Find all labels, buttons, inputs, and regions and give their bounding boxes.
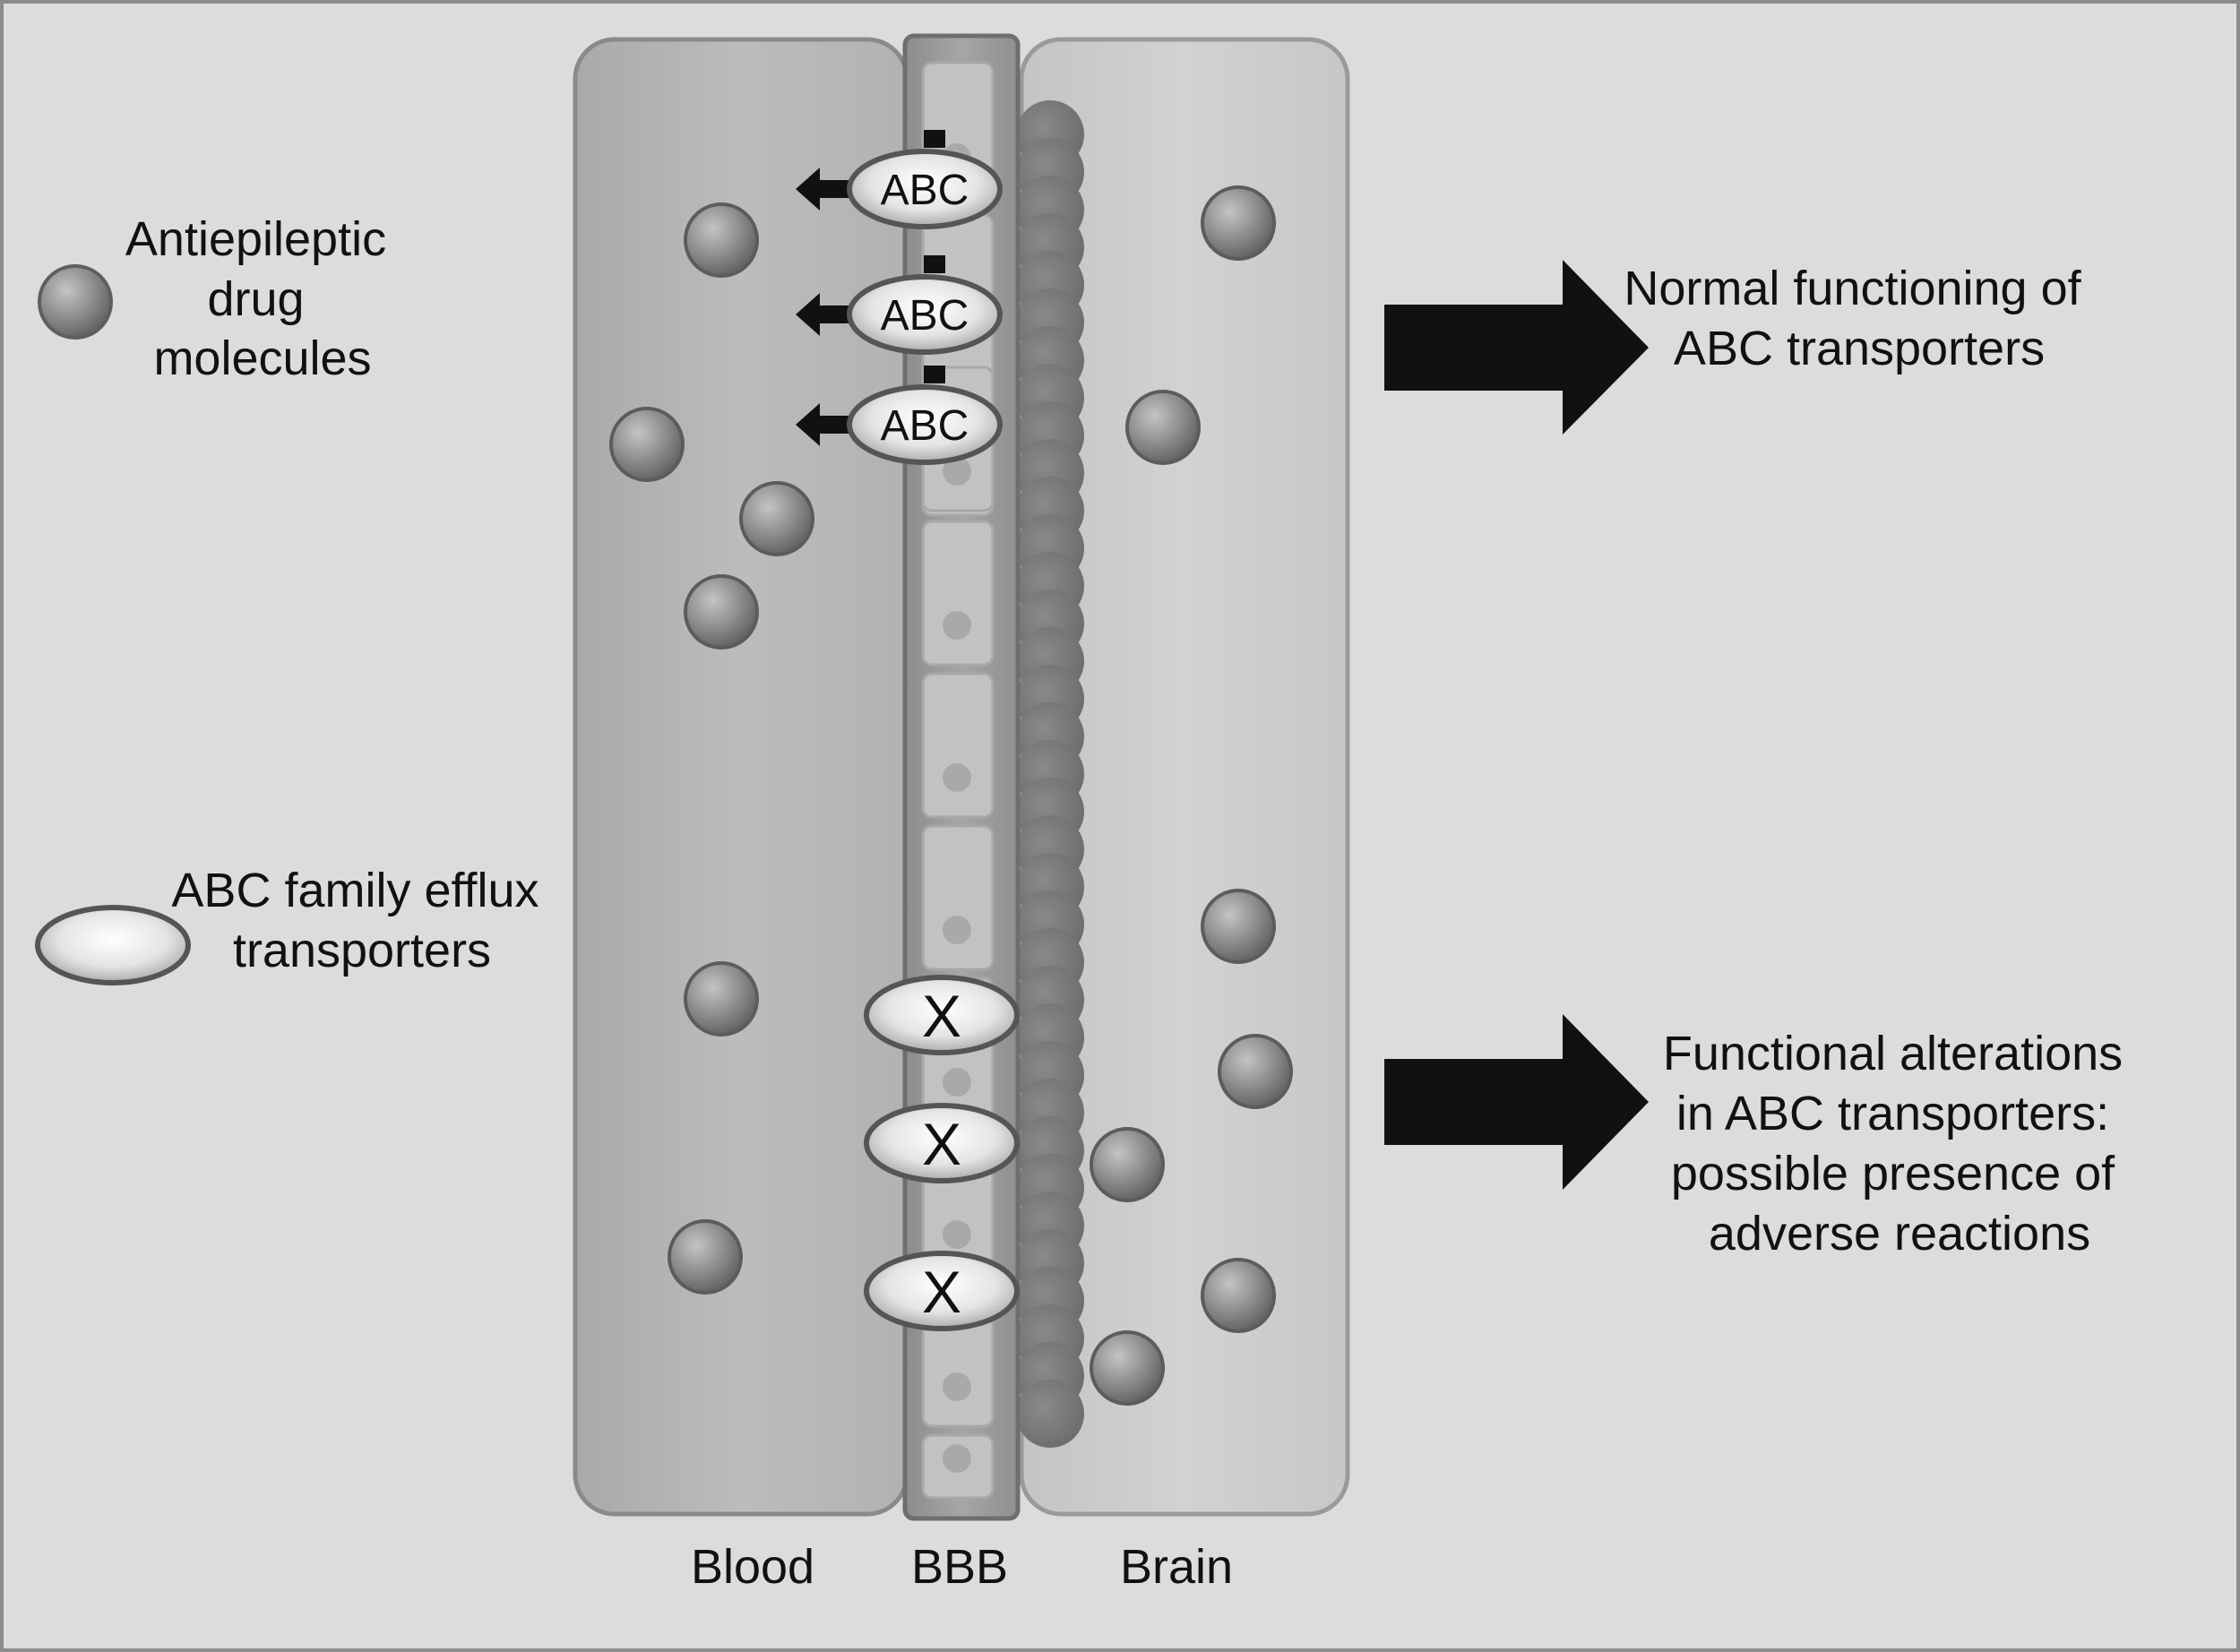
transporter-anchor — [924, 366, 945, 383]
drug-molecule — [1218, 1034, 1293, 1109]
abc-transporter: ABC — [796, 366, 1003, 465]
bbb-cell-nucleus — [943, 1372, 971, 1401]
normal-outcome-arrow — [1384, 260, 1649, 435]
drug-molecule — [684, 961, 759, 1037]
abc-oval — [847, 149, 1003, 229]
bbb-cell — [921, 672, 995, 819]
legend-drug-molecule-icon — [38, 264, 113, 340]
drug-molecules — [609, 185, 1293, 1406]
legend: Antiepileptic drug molecules ABC family … — [35, 212, 552, 985]
drug-molecule — [668, 1219, 743, 1295]
legend-transporter-icon — [35, 905, 191, 985]
defective-oval — [864, 975, 1020, 1055]
abc-oval — [847, 274, 1003, 355]
abc-oval — [847, 384, 1003, 465]
drug-molecule — [609, 407, 685, 482]
x-label: X — [922, 983, 961, 1049]
bbb-cell-nucleus — [943, 916, 971, 944]
bbb-label: BBB — [911, 1540, 1008, 1594]
blood-label: Blood — [691, 1540, 814, 1594]
drug-molecule — [1201, 889, 1276, 964]
drug-molecule — [739, 481, 814, 556]
abc-label: ABC — [881, 402, 969, 450]
bbb-cell-nucleus — [943, 1220, 971, 1249]
defective-transporter: X — [864, 1251, 1020, 1331]
abc-transporter: ABC — [796, 130, 1003, 229]
drug-molecule — [684, 202, 759, 278]
bbb-cell-nucleus — [943, 1444, 971, 1473]
drug-molecule — [1201, 185, 1276, 261]
drug-molecule — [1090, 1127, 1165, 1202]
defective-oval — [864, 1103, 1020, 1183]
transporter-anchor — [924, 130, 945, 148]
drug-molecule — [1090, 1330, 1165, 1406]
efflux-arrow — [796, 293, 860, 336]
defective-transporter: X — [864, 1103, 1020, 1183]
x-label: X — [922, 1259, 961, 1325]
transporter-anchor — [924, 255, 945, 273]
legend-drug-label: Antiepileptic drug molecules — [125, 212, 400, 385]
defective-oval — [864, 1251, 1020, 1331]
drug-molecule — [1201, 1258, 1276, 1333]
bbb-cell-nucleus — [943, 611, 971, 640]
bbb-cell — [921, 520, 995, 667]
altered-outcome-arrow — [1384, 1014, 1649, 1190]
functional-transporters: ABC ABC ABC — [796, 130, 1003, 465]
x-label: X — [922, 1111, 961, 1177]
drug-molecule — [1125, 390, 1201, 465]
bbb-cell-nucleus — [943, 457, 971, 486]
normal-outcome-label: Normal functioning of ABC transporters — [1624, 262, 2094, 375]
abc-transporter: ABC — [796, 255, 1003, 355]
altered-outcome-label: Functional alterations in ABC transporte… — [1663, 1027, 2136, 1261]
drug-molecule — [684, 574, 759, 650]
endothelial-layer — [1016, 100, 1084, 1448]
efflux-arrow — [796, 168, 860, 211]
bbb-cell — [921, 824, 995, 971]
defective-transporters: XXX — [864, 975, 1020, 1331]
bbb-cell-nucleus — [943, 763, 971, 792]
bbb-cell-nucleus — [943, 1068, 971, 1097]
brain-label: Brain — [1120, 1540, 1233, 1594]
abc-label: ABC — [881, 167, 969, 214]
legend-transporter-label: ABC family efflux transporters — [171, 864, 552, 977]
defective-transporter: X — [864, 975, 1020, 1055]
abc-label: ABC — [881, 292, 969, 340]
endothelial-cell — [1016, 1380, 1084, 1448]
efflux-arrow — [796, 403, 860, 446]
